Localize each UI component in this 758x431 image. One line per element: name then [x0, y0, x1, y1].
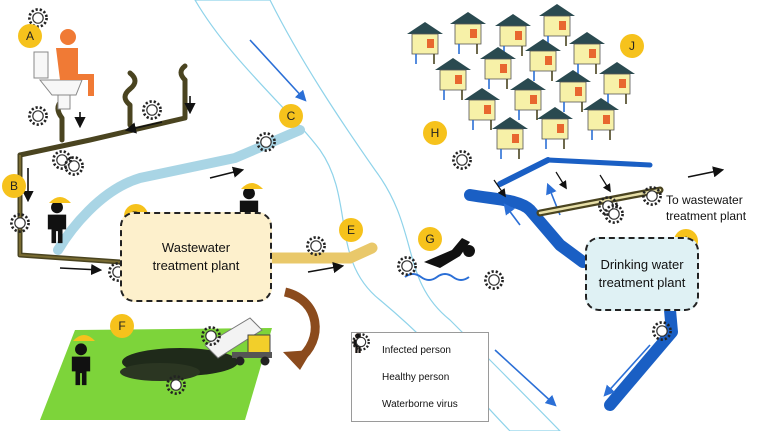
- label-b: B: [2, 174, 26, 198]
- wastewater-treatment-plant: Wastewater treatment plant: [120, 212, 272, 302]
- effluent-pipe: [266, 242, 378, 264]
- label-g: G: [418, 227, 442, 251]
- label-f: F: [110, 314, 134, 338]
- healthy-person-icon: [353, 333, 376, 389]
- sludge-pile: [120, 363, 200, 381]
- sewer-pipe-shading: [19, 155, 121, 263]
- legend-row-healthy: Healthy person: [353, 333, 482, 391]
- legend-virus-label: Waterborne virus: [382, 399, 458, 410]
- legend-healthy-label: Healthy person: [382, 372, 450, 383]
- to-wastewater-arrow: [687, 166, 725, 178]
- flow-arrows: [22, 96, 345, 276]
- hard-hat: [241, 183, 263, 189]
- legend-infected-label: Infected person: [382, 345, 451, 356]
- drinking-water-pipes: [464, 157, 678, 411]
- village-drop-arrows: [493, 171, 611, 198]
- hard-hat: [73, 335, 95, 341]
- legend-row-infected: Infected person: [353, 333, 482, 364]
- label-c: C: [279, 104, 303, 128]
- to-wastewater-label: To wastewater treatment plant: [666, 193, 758, 224]
- label-a: A: [18, 24, 42, 48]
- river-flow-arrow: [249, 39, 307, 102]
- label-e: E: [339, 218, 363, 242]
- sludge-arrow-head: [283, 350, 312, 370]
- to-wastewater-line1: To wastewater: [666, 193, 743, 207]
- legend: Infected person Healthy person Waterborn…: [351, 332, 489, 422]
- toilet: [33, 51, 83, 110]
- wastewater-plant-line2: treatment plant: [152, 258, 240, 273]
- drinking-plant-line2: treatment plant: [598, 275, 686, 290]
- to-wastewater-line2: treatment plant: [666, 208, 747, 223]
- wastewater-plant-line1: Wastewater: [161, 240, 231, 256]
- label-j: J: [620, 34, 644, 58]
- drinking-plant-line1: Drinking water: [600, 257, 684, 273]
- legend-row-virus: Waterborne virus: [352, 333, 482, 418]
- storm-pipe: [53, 125, 305, 255]
- river-flow-arrow: [494, 349, 557, 407]
- infected-person-icon: [56, 29, 94, 96]
- hard-hat: [49, 197, 71, 203]
- sludge-arrow: [283, 287, 320, 364]
- sludge-truck: [204, 317, 272, 366]
- label-h: H: [423, 121, 447, 145]
- virus-icon: [352, 333, 376, 416]
- swimmer-icon: [404, 238, 475, 281]
- drinking-water-treatment-plant: Drinking water treatment plant: [585, 237, 699, 311]
